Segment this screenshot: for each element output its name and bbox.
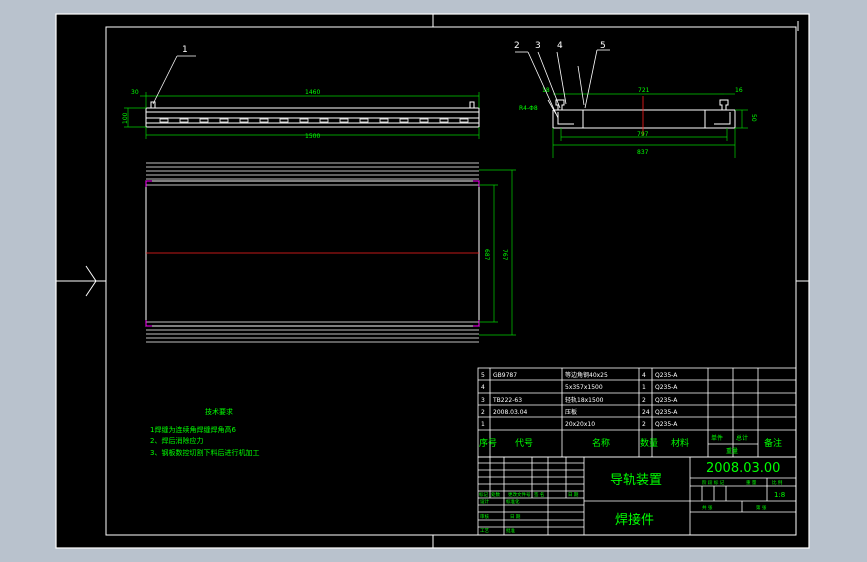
side-slot [439, 118, 449, 123]
side-slot [259, 118, 269, 123]
side-slot [379, 118, 389, 123]
bom-cell-material: Q235-A [655, 421, 678, 428]
tb-count: 处数 [491, 491, 500, 498]
note-3: 3、钢板数控切割下料后进行机加工 [150, 448, 259, 457]
side-slot [299, 118, 309, 123]
tb-process: 工艺 [480, 528, 489, 534]
plan-view: 687 767 [145, 162, 516, 343]
bom-cell-name: 20x20x10 [565, 421, 595, 428]
bom-cell-code: GB9787 [493, 372, 517, 379]
dim-687: 687 [483, 249, 490, 261]
centering-marks [56, 14, 809, 548]
tb-sheet-total: 共 张 [702, 504, 713, 511]
bom-cell-qty: 4 [642, 372, 646, 379]
tb-date-col: 日 期 [568, 492, 579, 498]
side-slot [339, 118, 349, 123]
tb-weight: 重 量 [746, 479, 757, 486]
side-slot [199, 118, 209, 123]
tb-change-doc: 更改文件号 [508, 491, 531, 498]
bom-cell-qty: 1 [642, 384, 646, 391]
title-block: 标记 处数 更改文件号 签 名 日 期 设计 标准化 审核 工艺 批准 日 期 … [477, 456, 797, 536]
side-slot [179, 118, 189, 123]
tb-approve: 批准 [506, 527, 515, 534]
bom-cell-no: 5 [481, 372, 485, 379]
notes-title: 技术要求 [205, 407, 233, 416]
dim-1460: 1460 [305, 89, 320, 96]
dim-16: 16 [735, 87, 743, 94]
drawing-sheet [55, 13, 810, 549]
side-slot [159, 118, 169, 123]
bom-header-weight: 重量 [726, 447, 738, 455]
section-view: 18 721 16 50 797 837 R4-Φ8 2 3 4 5 [514, 41, 757, 158]
side-slot [319, 118, 329, 123]
side-view: 30 1460 1500 100 1 [122, 45, 480, 140]
note-2: 2、焊后消除应力 [150, 436, 203, 445]
part-type: 焊接件 [615, 512, 654, 528]
tb-check: 审核 [480, 513, 489, 520]
callout-4: 4 [557, 41, 563, 51]
side-slot [419, 118, 429, 123]
dim-r4: R4-Φ8 [519, 105, 538, 112]
bom-header-remark: 备注 [764, 437, 782, 449]
tb-date: 日 期 [510, 514, 521, 520]
bom-cell-material: Q235-A [655, 372, 678, 379]
tb-design: 设计 [480, 498, 489, 505]
dim-50: 50 [750, 114, 757, 122]
tb-std: 标准化 [506, 498, 520, 505]
bom-cell-name: 轻轨18x1500 [565, 396, 604, 404]
callout-1: 1 [182, 45, 188, 55]
bom-cell-material: Q235-A [655, 384, 678, 391]
note-1: 1焊缝为连续角焊缝焊角高6 [150, 425, 236, 434]
bom-cell-code: 2008.03.04 [493, 409, 528, 416]
dim-721: 721 [638, 87, 650, 94]
bom-cell-no: 1 [481, 421, 485, 428]
dim-1500: 1500 [305, 133, 320, 140]
callout-3: 3 [535, 41, 541, 51]
side-slot [359, 118, 369, 123]
bom-cell-qty: 2 [642, 397, 646, 404]
bom-header-total: 总计 [736, 434, 748, 442]
technical-notes: 技术要求 1焊缝为连续角焊缝焊角高6 2、焊后消除应力 3、钢板数控切割下料后进… [150, 407, 259, 457]
bom-cell-name: 等边角钢40x25 [565, 371, 608, 379]
bom-header-no: 序号 [479, 437, 497, 449]
drawing-name: 导轨装置 [610, 473, 662, 488]
callout-2: 2 [514, 41, 520, 51]
bom-cell-no: 2 [481, 409, 485, 416]
dim-767: 767 [501, 249, 508, 261]
dim-797: 797 [637, 131, 649, 138]
bom-cell-material: Q235-A [655, 397, 678, 404]
bom-cell-no: 4 [481, 384, 485, 391]
tb-mark: 标记 [479, 491, 488, 498]
tb-sign: 签 名 [534, 491, 544, 498]
side-slot [279, 118, 289, 123]
bom-cell-qty: 24 [642, 409, 650, 416]
scale-value: 1:8 [774, 491, 785, 499]
bom-cell-material: Q235-A [655, 409, 678, 416]
tb-scale-label: 比 例 [772, 479, 783, 486]
bom-cell-code: TB222-63 [492, 397, 522, 404]
side-slot [219, 118, 229, 123]
dim-30: 30 [131, 89, 139, 96]
bom-header-qty: 数量 [640, 437, 658, 449]
callout-5: 5 [600, 41, 606, 51]
bom-header-material: 材料 [671, 437, 689, 449]
dim-100: 100 [122, 112, 129, 124]
bom-cell-name: 5x357x1500 [565, 384, 603, 391]
side-slot [399, 118, 409, 123]
tb-stage: 阶 段 标 记 [702, 479, 725, 486]
bom-cell-qty: 2 [642, 421, 646, 428]
dim-837: 837 [637, 149, 649, 156]
bom-cell-name: 压板 [565, 408, 577, 416]
tb-sheet: 第 张 [756, 504, 767, 511]
bom-cell-no: 3 [481, 397, 485, 404]
side-slot [459, 118, 469, 123]
bom-header-code: 代号 [515, 438, 533, 449]
bom-header-unit: 单件 [711, 434, 723, 442]
drawing-no: 2008.03.00 [706, 461, 780, 476]
side-slot [239, 118, 249, 123]
bom-header-name: 名称 [592, 437, 610, 449]
